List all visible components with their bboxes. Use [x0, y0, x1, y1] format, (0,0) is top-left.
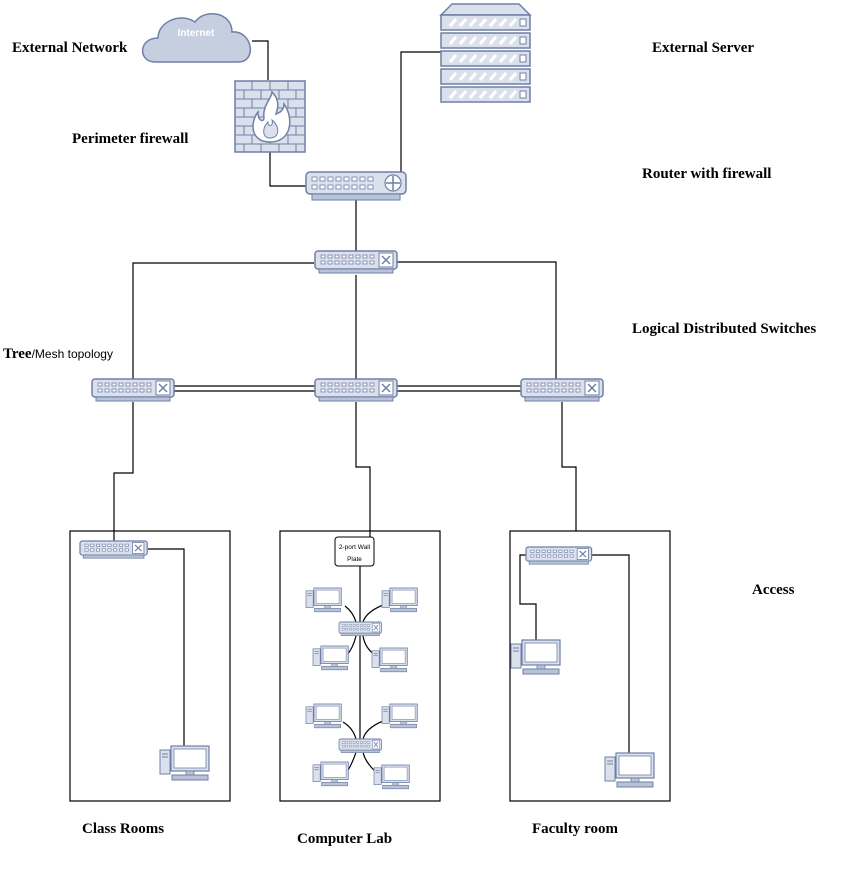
wire-core-left	[132, 262, 314, 379]
classroom-pc-icon	[159, 745, 210, 781]
faculty-room-box	[509, 530, 671, 802]
external-server-label: External Server	[652, 40, 755, 56]
wire-lab-switch1-pc-tl	[344, 605, 357, 623]
lab-pc-6-icon	[381, 703, 418, 729]
tree-mesh-topology-label: Tree/Mesh topology	[3, 346, 113, 363]
lab-pc-5-icon	[305, 703, 342, 729]
classrooms-box	[69, 530, 231, 802]
faculty-pc-2-icon	[604, 752, 655, 788]
lab-pc-7-icon	[312, 761, 349, 787]
class-rooms-label: Class Rooms	[82, 821, 165, 837]
distribution-switch-right-icon	[520, 378, 604, 402]
wire-faculty-pc2	[592, 554, 630, 753]
wire-faculty-pc1	[519, 554, 537, 640]
lab-pc-2-icon	[381, 587, 418, 613]
lab-switch-2-icon	[338, 738, 383, 754]
lab-pc-3-icon	[312, 645, 349, 671]
wire-dist-center-access	[355, 402, 371, 537]
wire-firewall-router	[269, 152, 306, 187]
external-server-icon	[439, 3, 532, 103]
classroom-access-switch-icon	[79, 540, 148, 559]
lab-pc-8-icon	[373, 764, 410, 790]
wire-lab-switch1-pc-tr	[362, 604, 384, 623]
wire-dist-left-access	[113, 402, 134, 541]
lab-switch-1-icon	[338, 621, 383, 637]
access-label: Access	[752, 582, 795, 598]
distribution-switch-left-icon	[91, 378, 175, 402]
wire-server-router	[400, 51, 441, 172]
router-with-firewall-label: Router with firewall	[642, 166, 772, 182]
faculty-pc-1-icon	[510, 639, 561, 675]
wire-dist-link-right	[397, 385, 521, 392]
faculty-room-label: Faculty room	[532, 821, 618, 837]
router-firewall-icon	[305, 171, 407, 201]
core-switch-icon	[314, 250, 398, 274]
wire-internet-firewall	[252, 40, 269, 80]
external-network-label: External Network	[12, 40, 128, 56]
wire-classroom-pc	[148, 548, 185, 746]
wall-plate-label-line1: 2-port Wall	[339, 544, 371, 551]
wire-group	[113, 40, 630, 773]
internet-cloud-icon: Internet	[141, 13, 252, 63]
logical-distributed-switches-label: Logical Distributed Switches	[632, 321, 817, 337]
computer-lab-box	[279, 530, 441, 802]
wire-lab-switch2-pc-tl	[342, 721, 357, 740]
perimeter-firewall-label: Perimeter firewall	[72, 131, 189, 147]
wire-core-right	[397, 261, 557, 379]
wall-plate-label-line2: Plate	[347, 556, 362, 563]
distribution-switch-center-icon	[314, 378, 398, 402]
lab-pc-4-icon	[371, 647, 408, 673]
lab-pc-1-icon	[305, 587, 342, 613]
wire-dist-right-access	[561, 402, 577, 531]
perimeter-firewall-icon	[234, 80, 306, 153]
tree-mesh-rest-text: /Mesh topology	[31, 347, 113, 361]
wire-dist-link-left	[174, 385, 315, 392]
wire-lab-switch2-pc-tr	[362, 720, 384, 740]
wall-plate-icon: 2-port Wall Plate	[334, 536, 375, 567]
tree-mesh-bold-text: Tree	[3, 346, 32, 362]
computer-lab-label: Computer Lab	[297, 831, 393, 847]
internet-cloud-label: Internet	[178, 28, 215, 39]
faculty-access-switch-icon	[525, 546, 593, 565]
